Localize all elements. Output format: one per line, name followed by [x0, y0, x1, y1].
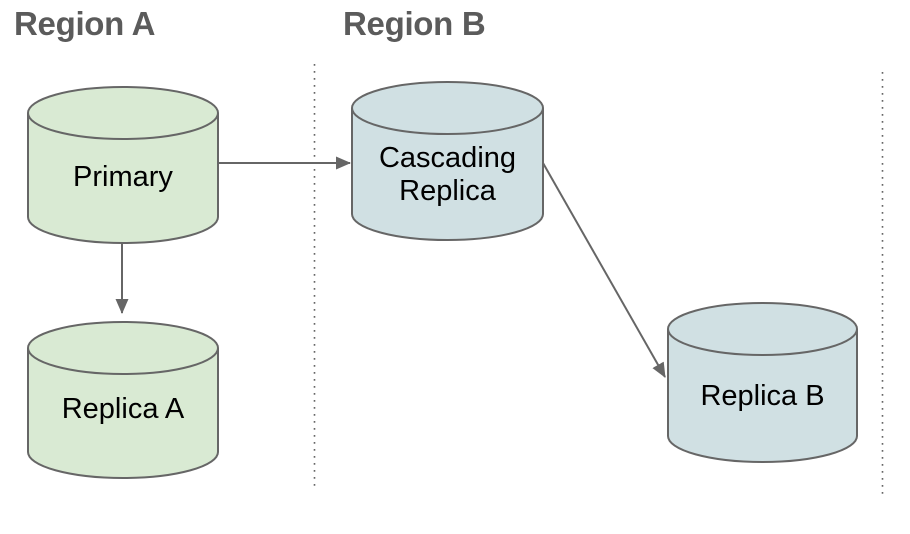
cascading-replica-node — [351, 81, 544, 241]
replica-a-cylinder-body — [27, 348, 219, 479]
replica-b-cylinder-top — [667, 302, 858, 356]
cascading-replica-label-line-2: Replica — [399, 175, 496, 207]
cascading-replica-label-line-1: Cascading — [378, 142, 517, 174]
cascading-replica-cylinder-top — [351, 81, 544, 135]
edge-cascading-replica-to-replica-b — [542, 162, 666, 378]
region-a-label: Region A — [14, 5, 156, 42]
replica-a-node-label: Replica A — [61, 392, 185, 425]
primary-node-label: Primary — [73, 160, 173, 193]
primary-cylinder-top — [27, 86, 219, 140]
region-b-label: Region B — [343, 5, 486, 42]
primary-cylinder-body — [27, 113, 219, 244]
replica-b-node-label: Replica B — [700, 379, 825, 412]
replica-a-node — [27, 321, 219, 479]
replica-b-node — [667, 302, 858, 463]
replica-b-cylinder-body — [667, 329, 858, 463]
cascading-replica-cylinder-body — [351, 108, 544, 241]
cascading-replica-node-label: Cascading Replica — [352, 141, 543, 209]
replica-a-cylinder-top — [27, 321, 219, 375]
primary-node — [27, 86, 219, 244]
